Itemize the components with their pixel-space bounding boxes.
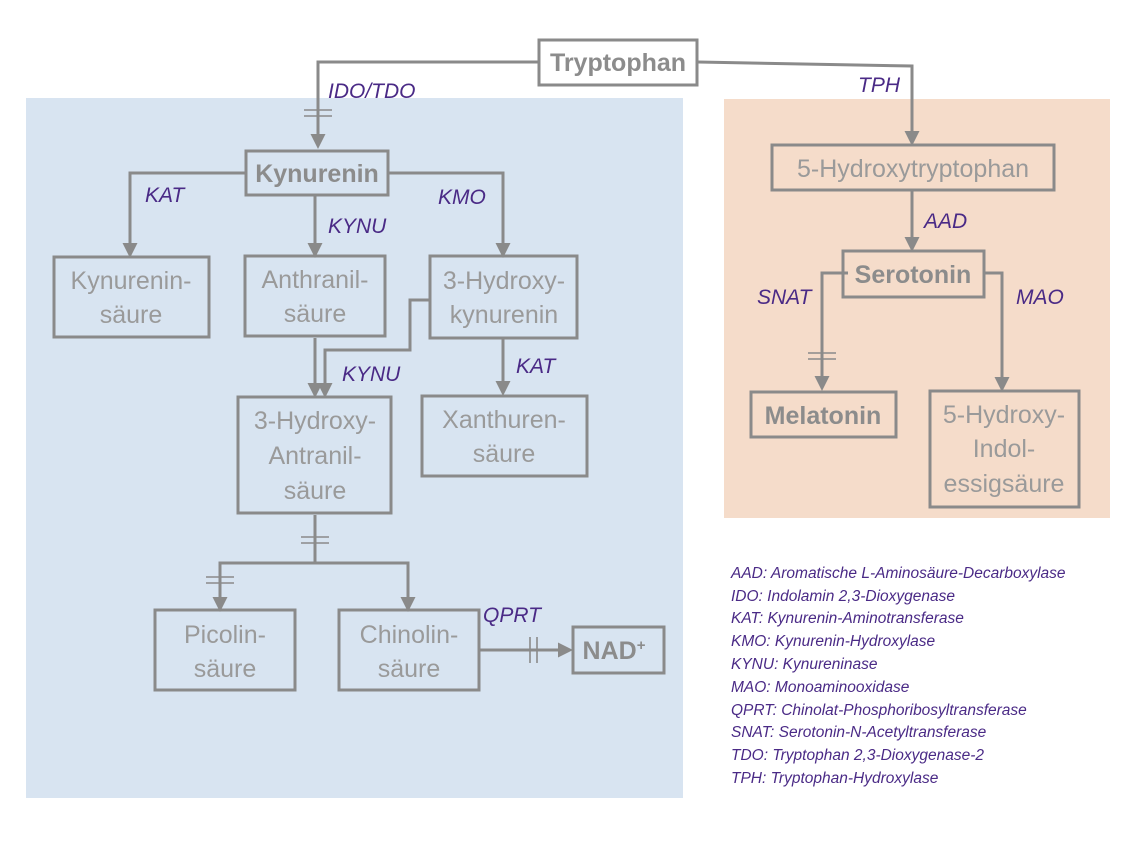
edge-kynurenin-hydroxykynurenin xyxy=(388,171,511,258)
abbreviation-legend: AAD: Aromatische L-Aminosäure-Decarboxyl… xyxy=(730,565,1066,787)
enzyme-kynu-2: KYNU xyxy=(342,363,401,386)
svg-text:Antranil-: Antranil- xyxy=(268,442,361,470)
svg-text:säure: säure xyxy=(100,301,163,329)
multistep-markers xyxy=(206,109,836,663)
edge-tryptophan-kynurenin xyxy=(310,60,538,149)
edge-split-chinolinsaeure xyxy=(315,561,416,612)
enzyme-kat-1: KAT xyxy=(145,184,186,207)
node-serotonin: Serotonin xyxy=(841,249,986,299)
node-hydroxyanthranilsaeure: 3-Hydroxy- Antranil- säure xyxy=(236,395,393,515)
enzyme-kynu-1: KYNU xyxy=(328,215,387,238)
node-nad: NAD+ xyxy=(571,625,666,675)
enzyme-aad: AAD xyxy=(922,210,967,233)
legend-entry: TPH: Tryptophan-Hydroxylase xyxy=(731,770,939,787)
svg-text:Kynurenin-: Kynurenin- xyxy=(71,267,192,295)
node-kynureninsaeure: Kynurenin- säure xyxy=(52,255,211,339)
svg-text:Chinolin-: Chinolin- xyxy=(360,621,459,649)
node-tryptophan: Tryptophan xyxy=(537,38,699,87)
legend-entry: IDO: Indolamin 2,3-Dioxygenase xyxy=(731,588,955,605)
enzyme-mao: MAO xyxy=(1016,286,1064,309)
enzyme-kmo: KMO xyxy=(438,186,486,209)
svg-text:Tryptophan: Tryptophan xyxy=(550,49,686,77)
enzyme-tph: TPH xyxy=(858,74,901,97)
legend-entry: QPRT: Chinolat-Phosphoribosyltransferase xyxy=(731,702,1027,719)
kynurenine-pathway-panel xyxy=(26,98,683,798)
legend-entry: KMO: Kynurenin-Hydroxylase xyxy=(731,633,936,650)
edge-serotonin-melatonin xyxy=(814,271,848,391)
node-hydroxykynurenin: 3-Hydroxy- kynurenin xyxy=(428,254,579,340)
svg-text:Indol-: Indol- xyxy=(973,435,1036,463)
svg-text:Serotonin: Serotonin xyxy=(855,261,972,289)
legend-entry: AAD: Aromatische L-Aminosäure-Decarboxyl… xyxy=(730,565,1066,582)
enzyme-labels: IDO/TDO TPH KAT KYNU KMO KYNU KAT QPRT A… xyxy=(145,74,1064,627)
svg-text:Melatonin: Melatonin xyxy=(765,402,882,430)
node-chinolinsaeure: Chinolin- säure xyxy=(337,608,481,692)
edge-kynurenin-kynureninsaeure xyxy=(122,171,246,258)
svg-text:Anthranil-: Anthranil- xyxy=(262,266,369,294)
svg-text:essigsäure: essigsäure xyxy=(944,470,1065,498)
svg-text:kynurenin: kynurenin xyxy=(450,301,558,329)
svg-text:säure: säure xyxy=(473,440,536,468)
legend-entry: KAT: Kynurenin-Aminotransferase xyxy=(731,610,964,627)
edge-split-picolinsaeure xyxy=(212,561,315,612)
connectors xyxy=(122,60,1010,658)
legend-entry: TDO: Tryptophan 2,3-Dioxygenase-2 xyxy=(731,747,984,764)
enzyme-qprt: QPRT xyxy=(483,604,543,627)
node-5-hydroxyindolessigsaeure: 5-Hydroxy- Indol- essigsäure xyxy=(928,389,1081,509)
svg-text:3-Hydroxy-: 3-Hydroxy- xyxy=(443,267,565,295)
legend-entry: MAO: Monoaminooxidase xyxy=(731,679,910,696)
enzyme-snat: SNAT xyxy=(757,286,814,309)
svg-text:säure: säure xyxy=(284,300,347,328)
svg-text:5-Hydroxytryptophan: 5-Hydroxytryptophan xyxy=(797,155,1029,183)
edge-tryptophan-5htp xyxy=(697,60,920,146)
node-picolinsaeure: Picolin- säure xyxy=(153,608,297,692)
node-melatonin: Melatonin xyxy=(749,390,898,439)
enzyme-kat-2: KAT xyxy=(516,355,557,378)
legend-entry: SNAT: Serotonin-N-Acetyltransferase xyxy=(731,724,987,741)
legend-entry: KYNU: Kynureninase xyxy=(731,656,878,673)
svg-text:säure: säure xyxy=(378,655,441,683)
svg-text:Picolin-: Picolin- xyxy=(184,621,266,649)
svg-text:säure: säure xyxy=(194,655,257,683)
enzyme-ido-tdo: IDO/TDO xyxy=(328,80,416,103)
edge-serotonin-hiaa xyxy=(984,271,1010,392)
edge-hydroxykynurenin-hydroxyanthranil xyxy=(317,298,430,398)
svg-text:säure: säure xyxy=(284,477,347,505)
svg-text:Xanthuren-: Xanthuren- xyxy=(442,406,566,434)
node-anthranilsaeure: Anthranil- säure xyxy=(243,254,387,338)
svg-text:Kynurenin: Kynurenin xyxy=(255,160,379,188)
svg-text:3-Hydroxy-: 3-Hydroxy- xyxy=(254,407,376,435)
svg-text:5-Hydroxy-: 5-Hydroxy- xyxy=(943,401,1065,429)
serotonin-pathway-panel xyxy=(724,99,1110,518)
node-5-hydroxytryptophan: 5-Hydroxytryptophan xyxy=(770,143,1056,192)
svg-text:NAD+: NAD+ xyxy=(583,637,646,665)
node-kynurenin: Kynurenin xyxy=(244,149,390,197)
node-xanthurensaeure: Xanthuren- säure xyxy=(420,394,589,478)
